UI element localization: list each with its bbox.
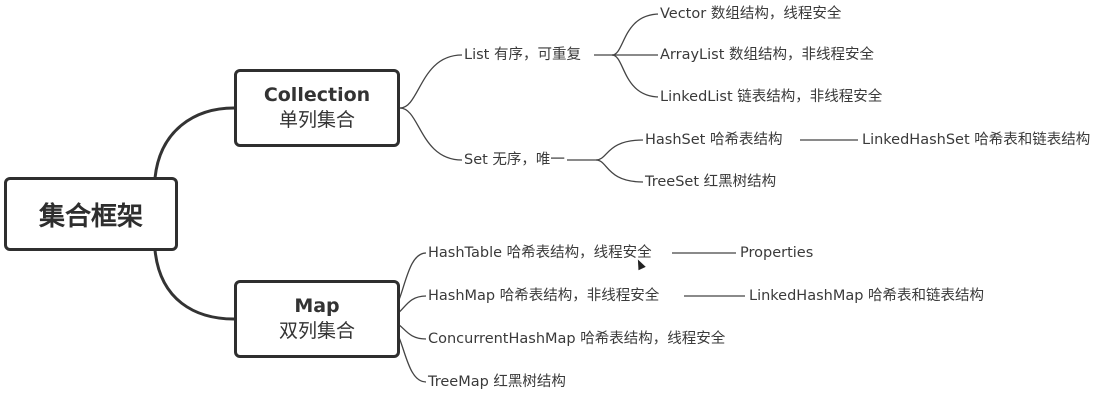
col-to-list: [399, 54, 463, 109]
collection-title: Collection: [263, 84, 371, 106]
root-node[interactable]: 集合框架: [4, 177, 178, 251]
arraylist-node[interactable]: ArrayList 数组结构，非线程安全: [658, 45, 877, 65]
hashmap-node[interactable]: HashMap 哈希表结构，非线程安全: [426, 286, 662, 306]
set-node[interactable]: Set 无序，唯一: [462, 150, 567, 170]
concurrenthashmap-node[interactable]: ConcurrentHashMap 哈希表结构，线程安全: [426, 329, 728, 349]
properties-node[interactable]: Properties: [738, 243, 816, 263]
collection-subtitle: 单列集合: [278, 109, 355, 131]
root-to-map: [153, 249, 235, 321]
collection-node[interactable]: Collection 单列集合: [234, 69, 400, 147]
root-label: 集合框架: [38, 201, 143, 232]
hashtable-node[interactable]: HashTable 哈希表结构，线程安全: [426, 243, 654, 263]
list-node[interactable]: List 有序，可重复: [462, 45, 583, 65]
map-subtitle: 双列集合: [278, 320, 355, 342]
treeset-node[interactable]: TreeSet 红黑树结构: [643, 172, 779, 192]
hashset-node[interactable]: HashSet 哈希表结构: [643, 130, 785, 150]
linkedlist-node[interactable]: LinkedList 链表结构，非线程安全: [658, 87, 885, 107]
treemap-node[interactable]: TreeMap 红黑树结构: [426, 372, 568, 392]
map-title: Map: [294, 295, 340, 317]
linkedhashmap-node[interactable]: LinkedHashMap 哈希表和链表结构: [747, 286, 987, 306]
root-to-collection: [153, 106, 235, 179]
map-node[interactable]: Map 双列集合: [234, 280, 400, 358]
linkedhashset-node[interactable]: LinkedHashSet 哈希表和链表结构: [860, 130, 1093, 150]
col-to-set: [399, 107, 463, 161]
vector-node[interactable]: Vector 数组结构，线程安全: [658, 4, 844, 24]
